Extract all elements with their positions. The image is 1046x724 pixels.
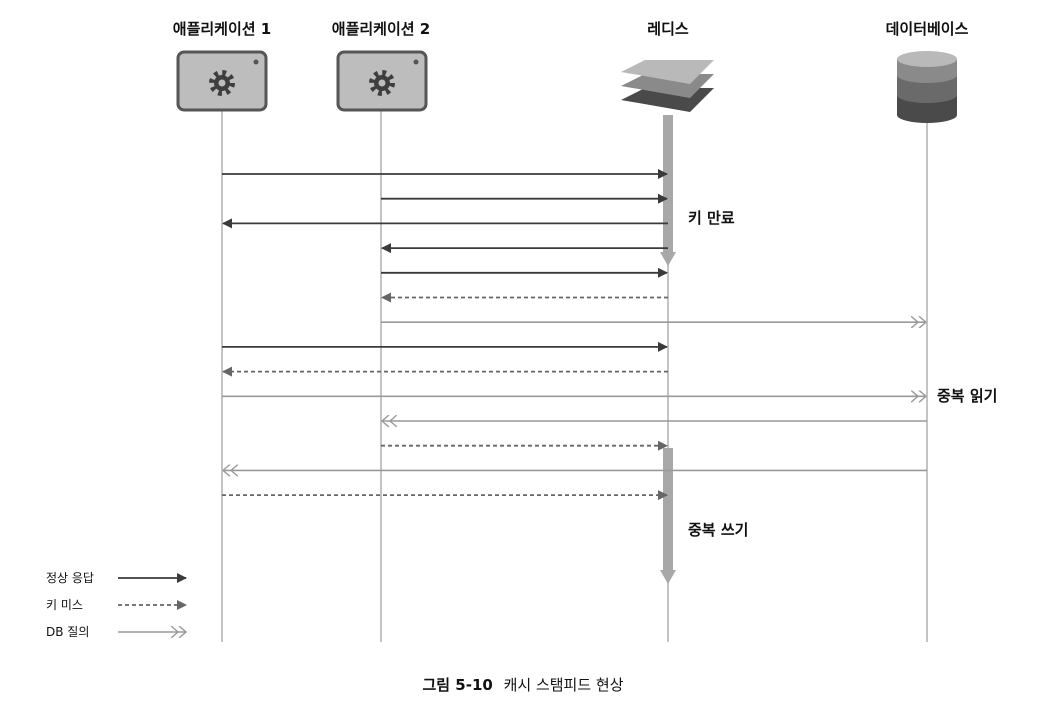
note-duplicate-read: 중복 읽기 [937, 387, 997, 405]
participant-label-app2: 애플리케이션 2 [332, 20, 430, 38]
figure-caption: 그림 5-10 캐시 스탬피드 현상 [0, 674, 1046, 695]
figure-number: 그림 5-10 [422, 676, 493, 694]
note-duplicate-write: 중복 쓰기 [688, 521, 748, 539]
figure-title: 캐시 스탬피드 현상 [503, 676, 624, 694]
legend-label-miss: 키 미스 [46, 598, 83, 612]
legend-label-db-query: DB 질의 [46, 625, 89, 639]
legend: 정상 응답 키 미스 DB 질의 [46, 571, 187, 639]
participant-label-redis: 레디스 [647, 20, 689, 38]
database-cylinder-icon [897, 51, 957, 123]
gear-server-icon [336, 50, 428, 112]
participant-label-database: 데이터베이스 [886, 20, 969, 38]
activation-bar-duplicate-write [660, 448, 676, 584]
activation-bar-key-expire [660, 115, 676, 266]
message-arrows [222, 169, 927, 501]
stacked-layers-icon [621, 60, 714, 112]
participant-label-app1: 애플리케이션 1 [173, 20, 271, 38]
gear-server-icon [176, 50, 268, 112]
note-key-expire: 키 만료 [688, 209, 735, 227]
legend-label-normal: 정상 응답 [46, 571, 94, 585]
